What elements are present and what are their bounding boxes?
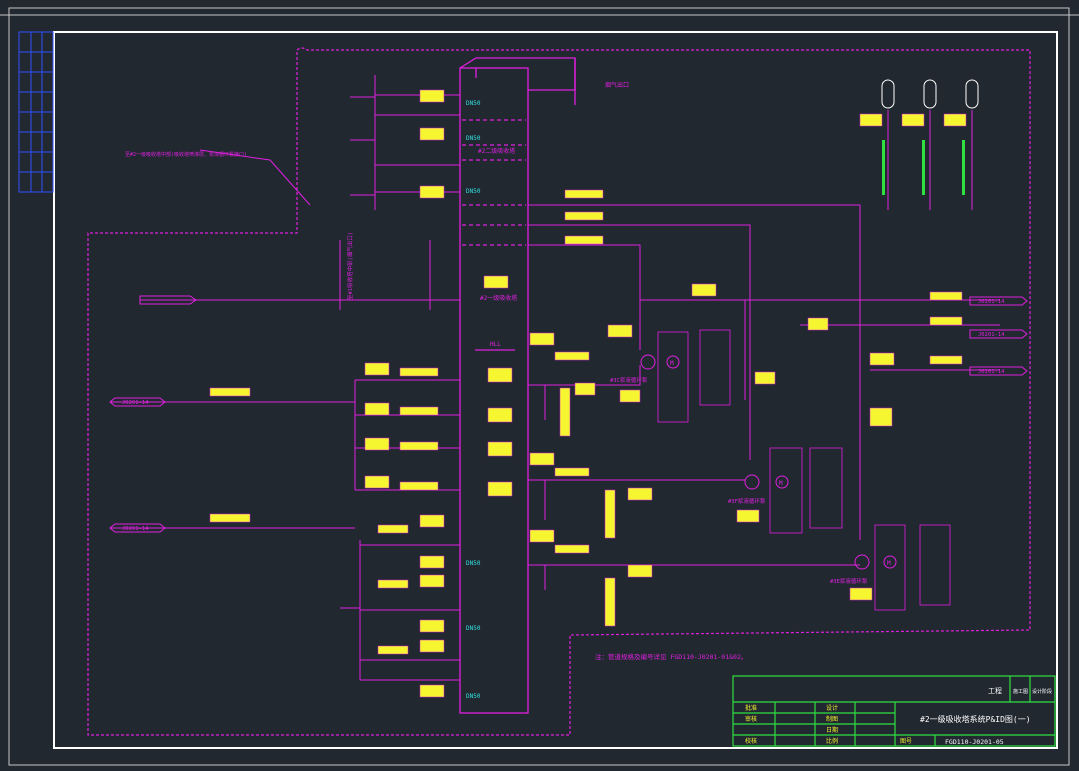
svg-text:DN50: DN50 [466,100,481,107]
svg-text:J0201-14: J0201-14 [122,526,149,532]
company-name: 工程 [988,686,1002,695]
svg-text:J0201-14: J0201-14 [978,299,1005,305]
svg-text:J0201-14: J0201-14 [978,369,1005,375]
left-revision-strip [18,31,54,193]
motor-3: M [887,560,891,567]
pump-label-2: #3F浆液循环泵 [728,497,766,505]
offpage-labels: J0201-14 J0201-14 J0201-14 J0201-14 J020… [122,299,1005,532]
pump-symbols [640,354,897,570]
tah-stacks [657,329,951,611]
hll-label: HLL [490,341,501,348]
svg-text:DN50: DN50 [466,625,481,632]
green-vertical-notes [882,140,965,195]
svg-text:审核: 审核 [745,715,757,723]
side-note: 至#2一级吸收塔中部(吸收塔喷淋层、浆液循环泵接口) [125,151,247,158]
svg-text:设计: 设计 [826,704,838,712]
revision-cloud [87,47,1031,736]
motor-1: M [670,360,674,367]
pump-label-3: #3E浆液循环泵 [830,577,868,585]
outer-frame [8,7,1070,766]
vertical-note: 至#1吸收塔中部(烟气出口) [346,232,354,300]
svg-text:DN50: DN50 [466,135,481,142]
svg-text:图号: 图号 [900,738,912,745]
svg-text:J0201-14: J0201-14 [978,332,1005,338]
process-pipes [110,75,1000,681]
svg-text:DN50: DN50 [466,188,481,195]
svg-text:批准: 批准 [745,704,757,712]
title-block [732,675,1056,747]
svg-text:J0201-14: J0201-14 [122,400,149,406]
drawing-note: 注：管道规格及编号详见 FGD110-J0201-01&02。 [595,652,747,661]
drawing-title: #2一级吸收塔系统P&ID图(一) [920,714,1031,724]
dn-labels: DN50 DN50 DN50 DN50 DN50 DN50 [466,100,481,700]
stage-label: 设计阶段 [1032,688,1052,695]
svg-text:DN50: DN50 [466,693,481,700]
motor-2: M [779,480,783,487]
spray-label: #2二级吸收塔 [478,147,515,155]
svg-text:比例: 比例 [826,737,838,745]
svg-text:日期: 日期 [826,726,838,734]
outlet-label: 烟气出口 [605,81,629,89]
svg-text:制图: 制图 [826,715,838,723]
drawing-number: FGD110-J0201-05 [945,738,1004,746]
svg-text:校核: 校核 [745,737,757,745]
tower-label: #2一级吸收塔 [480,294,517,302]
instrument-tags [209,89,967,698]
offpage-connectors [109,295,1028,533]
drawing-border [53,31,1058,749]
company-sub: 施工图 [1013,688,1028,695]
pump-label-1: #3C浆液循环泵 [610,376,648,384]
level-gauges [881,79,979,109]
absorber-tower [459,57,576,714]
titleblock-rows: 批准 审核 校核 设计 制图 日期 比例 图号 [745,704,912,745]
svg-text:DN50: DN50 [466,560,481,567]
